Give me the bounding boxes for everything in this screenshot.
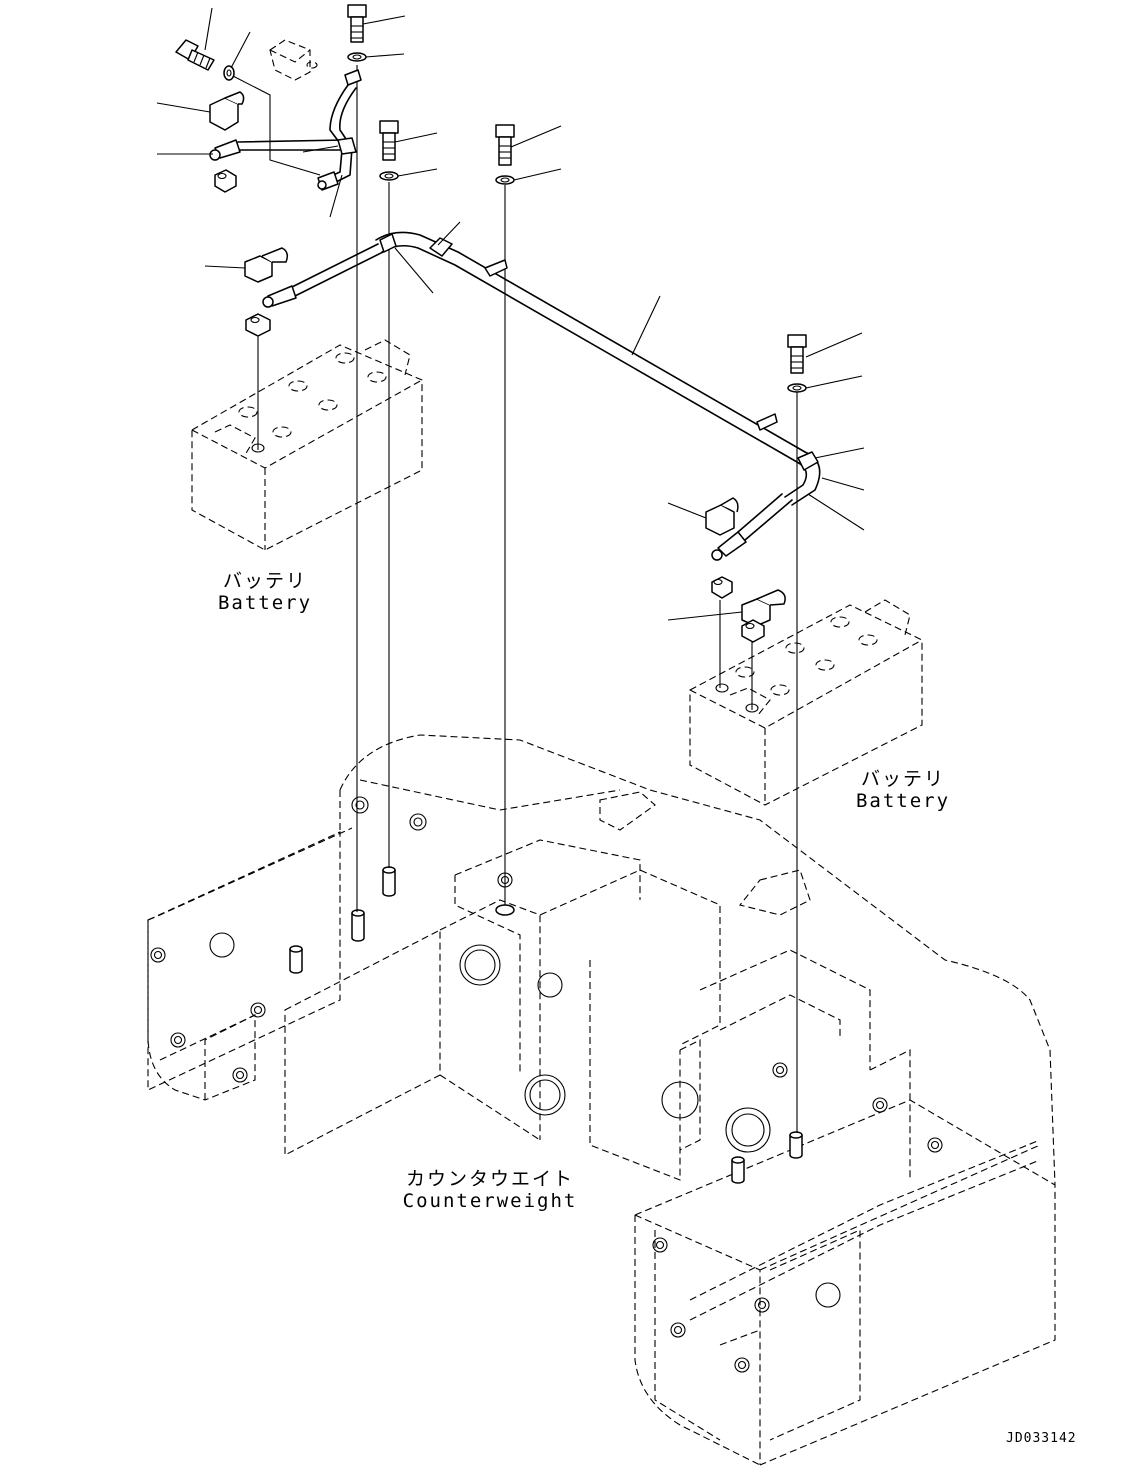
battery-right-label: バッテリ Battery (848, 768, 958, 812)
assembly-center-lines (230, 65, 798, 1133)
mounting-studs (289, 866, 803, 1184)
bolt-3 (495, 124, 515, 185)
bolt-4 (787, 334, 807, 393)
battery-left-label-en: Battery (217, 592, 313, 614)
counterweight-label-jp: カウンタウエイト (405, 1168, 574, 1190)
main-battery-cable (262, 231, 821, 561)
battery-left-label: バッテリ Battery (210, 570, 320, 614)
upper-cable (209, 69, 362, 191)
leader-lines (156, 7, 865, 621)
drawing-number: JD033142 (1006, 1431, 1077, 1446)
counterweight-label-en: Counterweight (402, 1190, 578, 1212)
battery-right-label-jp: バッテリ (860, 768, 945, 790)
terminal-cover-3 (705, 497, 739, 536)
bolt-1 (347, 4, 367, 62)
counterweight-frame (147, 734, 1056, 1466)
terminal-covers (209, 91, 786, 627)
battery-left (191, 339, 423, 551)
terminal-cover-1 (209, 91, 245, 131)
bolts (175, 4, 807, 393)
battery-relay-switch (269, 39, 318, 81)
counterweight-label: カウンタウエイト Counterweight (395, 1168, 585, 1212)
terminal-cover-4 (741, 589, 786, 627)
terminal-cover-2 (244, 247, 289, 283)
battery-right (689, 599, 923, 806)
battery-right-label-en: Battery (855, 790, 951, 812)
battery-left-label-jp: バッテリ (222, 570, 307, 592)
bolt-angled (175, 39, 235, 81)
terminal-clamps (214, 169, 765, 643)
frame-bolt-holes (150, 796, 943, 1373)
bolt-2 (379, 120, 399, 181)
